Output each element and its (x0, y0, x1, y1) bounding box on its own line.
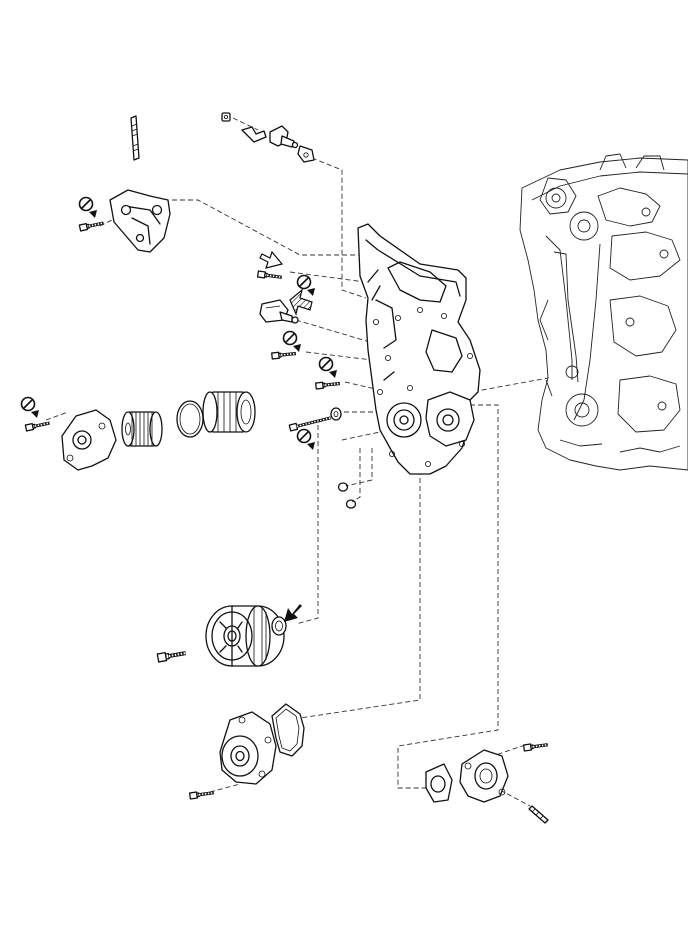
cover-bolt-precoated (255, 269, 284, 282)
top-bracket (241, 126, 267, 143)
water-pump (219, 711, 277, 785)
oil-control-valve (259, 299, 299, 324)
non-reusable-icon (318, 356, 338, 379)
cover-bolt (314, 378, 342, 391)
water-pump-bolt (187, 788, 216, 801)
o-ring-small (345, 499, 357, 509)
top-sensor (269, 125, 299, 149)
crank-oil-seal (271, 616, 287, 636)
long-cover-bolt (288, 416, 332, 432)
stud-bolt (130, 115, 140, 161)
top-gasket (297, 145, 315, 163)
non-reusable-icon (282, 330, 302, 353)
non-reusable-icon (78, 196, 98, 219)
filter-cap (202, 391, 256, 433)
precoated-arrow-icon (259, 250, 284, 269)
non-reusable-icon (20, 396, 40, 419)
oil-filter-bracket (61, 409, 117, 471)
top-nut (221, 112, 231, 122)
leader-lines (45, 117, 549, 807)
pulley-bolt (156, 651, 186, 663)
housing-bolt (23, 418, 52, 433)
inlet-gasket (425, 763, 453, 803)
inlet-stud (528, 805, 549, 824)
water-inlet-housing (459, 749, 509, 803)
o-ring-small (337, 482, 349, 492)
cover-bolt (270, 348, 298, 361)
gear (121, 411, 163, 447)
timing-chain-cover (357, 223, 481, 475)
adhesive-hatched-arrow-icon (289, 288, 313, 316)
inlet-bolt (521, 740, 550, 753)
washer (330, 407, 342, 421)
water-pump-gasket (271, 703, 305, 757)
o-ring-large (176, 400, 204, 438)
apply-oil-arrow-icon (284, 604, 302, 622)
non-reusable-icon (296, 428, 316, 451)
engine-block (519, 153, 688, 471)
engine-mount-bracket (109, 189, 171, 253)
crankshaft-pulley (205, 605, 285, 667)
